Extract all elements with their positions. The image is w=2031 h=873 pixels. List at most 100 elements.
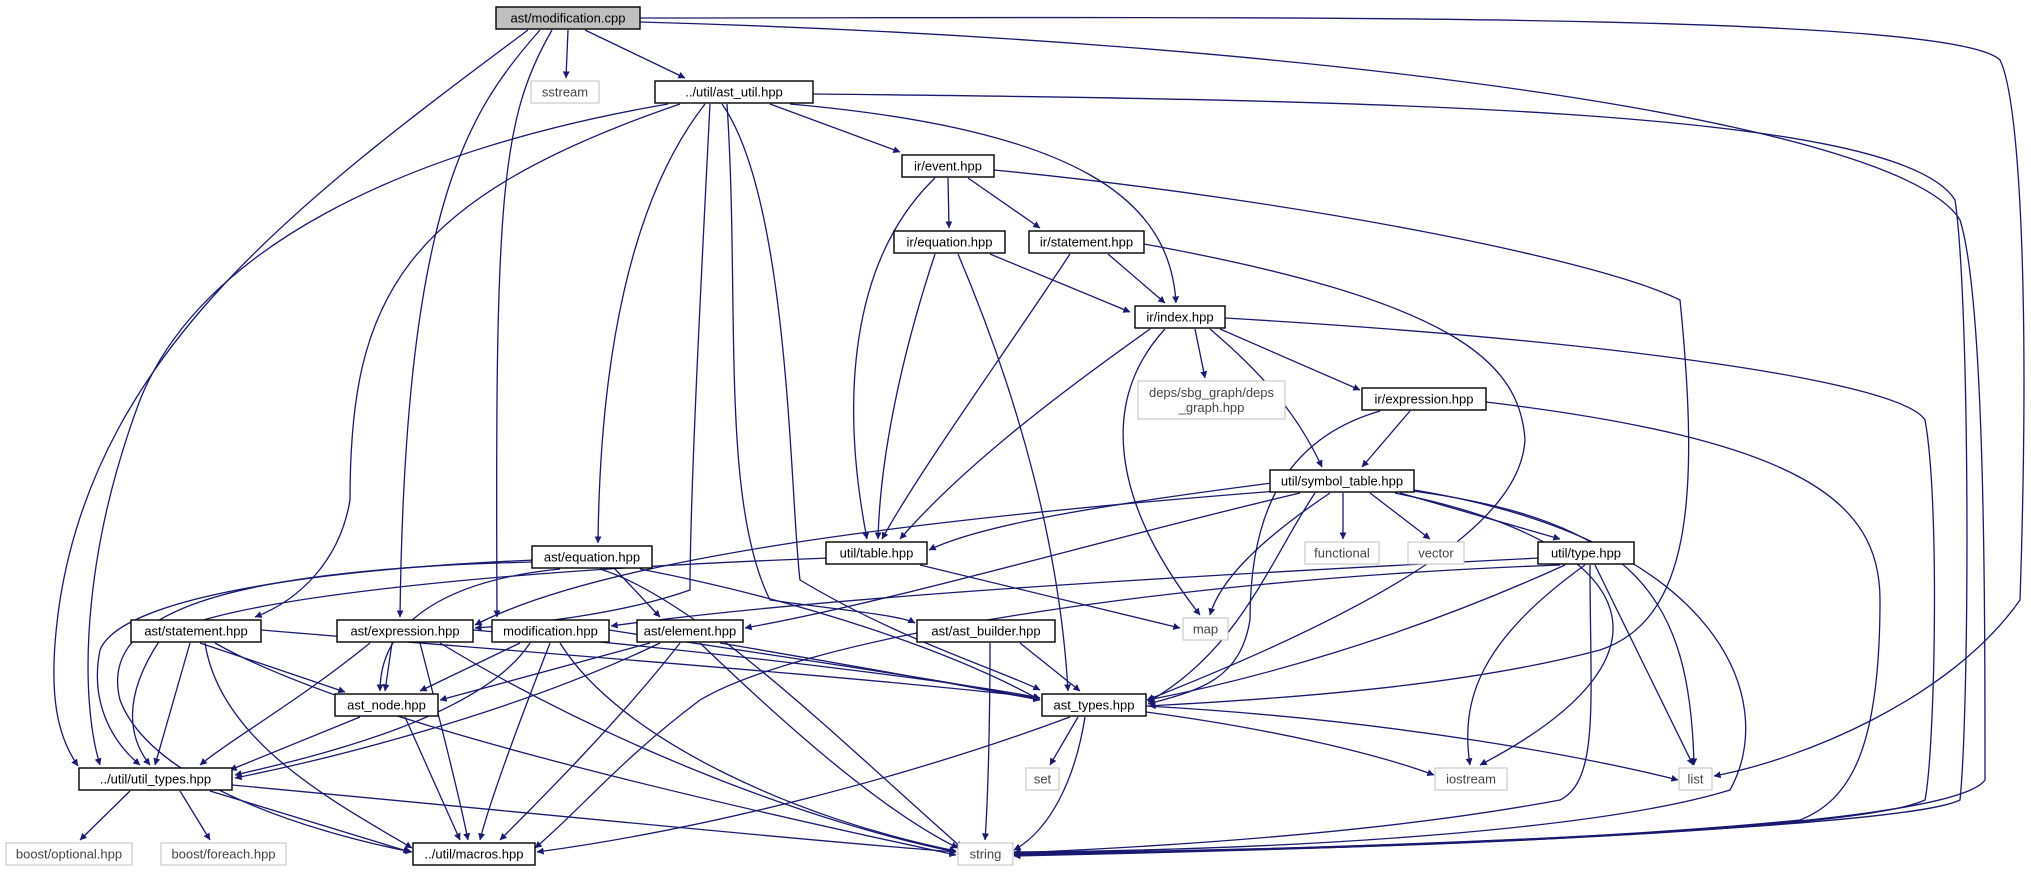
node-box xyxy=(654,80,814,104)
edge-ast_statement-to-util_types xyxy=(153,642,191,766)
edge-ast_expression-to-macros xyxy=(419,642,471,841)
edge-ast_util-to-ast_builder xyxy=(726,103,916,624)
node-label: ir/event.hpp xyxy=(914,159,982,174)
node-ir_event[interactable]: ir/event.hpp xyxy=(901,154,995,178)
edge-symbol_table-to-ast_expression xyxy=(474,489,1291,626)
edge-ir_equation-to-ir_index xyxy=(989,253,1131,313)
node-ir_index[interactable]: ir/index.hpp xyxy=(1134,305,1226,329)
edge-ast_element-to-macros xyxy=(499,642,681,841)
edge-ast_element-to-ast_types xyxy=(719,642,1041,703)
edge-util_types-to-macros xyxy=(209,790,411,854)
edge-util_type-to-iostream xyxy=(1465,564,1586,766)
node-box xyxy=(901,154,995,178)
node-box xyxy=(893,230,1006,254)
edge-ast_node-to-macros xyxy=(404,716,461,841)
edge-symbol_table-to-ast_types xyxy=(1147,492,1316,703)
node-label: ast/modification.cpp xyxy=(511,11,626,26)
edge-ast_types-to-set xyxy=(1049,716,1079,766)
node-ir_statement[interactable]: ir/statement.hpp xyxy=(1028,230,1145,254)
edge-ast_element-to-util_types xyxy=(234,642,661,781)
node-label: iostream xyxy=(1446,772,1496,787)
node-box xyxy=(5,842,133,866)
edge-root-to-list xyxy=(639,16,2025,779)
node-box xyxy=(1537,541,1635,565)
node-box xyxy=(1134,305,1226,329)
node-label: ir/index.hpp xyxy=(1146,310,1213,325)
edge-ir_index-to-string xyxy=(1013,317,1936,860)
edge-ir_statement-to-util_table xyxy=(881,253,1071,540)
node-label: util/symbol_table.hpp xyxy=(1281,474,1403,489)
node-box xyxy=(957,842,1014,866)
edge-ir_index-to-deps_graph xyxy=(1194,328,1208,379)
node-label: ../util/util_types.hpp xyxy=(100,772,211,787)
node-label: boost/optional.hpp xyxy=(16,847,122,862)
node-ast_types[interactable]: ast_types.hpp xyxy=(1041,693,1147,717)
edge-ast_equation-to-macros xyxy=(116,561,533,855)
node-label: set xyxy=(1034,772,1052,787)
node-root[interactable]: ast/modification.cpp xyxy=(495,6,641,30)
edge-ir_index-to-util_table xyxy=(899,328,1151,540)
node-label: ast/expression.hpp xyxy=(350,624,459,639)
node-label: ir/statement.hpp xyxy=(1040,235,1133,250)
edge-ast_builder-to-ast_types xyxy=(1019,642,1081,692)
dependency-edges xyxy=(53,16,2025,860)
node-list: list xyxy=(1678,767,1713,791)
node-util_table[interactable]: util/table.hpp xyxy=(825,541,928,565)
node-box xyxy=(916,619,1056,643)
edge-ast_util-to-ast_equation xyxy=(594,103,706,544)
edge-ir_event-to-util_table xyxy=(853,177,936,540)
edge-ast_node-to-util_types xyxy=(229,716,361,771)
edge-symbol_table-to-iostream xyxy=(1394,492,1614,766)
node-box xyxy=(495,6,641,30)
edge-ir_statement-to-ast_types xyxy=(1143,243,1526,701)
node-ast_util[interactable]: ../util/ast_util.hpp xyxy=(654,80,814,104)
edge-util_type-to-macros xyxy=(534,564,1561,849)
node-label: sstream xyxy=(542,85,588,100)
node-box xyxy=(1361,387,1487,411)
edge-root-to-sstream xyxy=(562,29,570,79)
node-ir_expression[interactable]: ir/expression.hpp xyxy=(1361,387,1487,411)
node-ast_builder[interactable]: ast/ast_builder.hpp xyxy=(916,619,1056,643)
edge-util_table-to-map xyxy=(919,564,1181,630)
node-iostream: iostream xyxy=(1434,767,1508,791)
node-box xyxy=(1028,230,1145,254)
edge-ir_event-to-ir_equation xyxy=(945,177,953,229)
edge-ast_statement-to-ast_node xyxy=(199,642,346,694)
edge-ast_builder-to-string xyxy=(982,642,991,841)
node-sstream: sstream xyxy=(530,80,600,104)
node-modification[interactable]: modification.hpp xyxy=(491,619,610,643)
edge-util_type-to-list xyxy=(1594,564,1694,766)
node-util_type[interactable]: util/type.hpp xyxy=(1537,541,1635,565)
node-box xyxy=(334,693,439,717)
node-ast_element[interactable]: ast/element.hpp xyxy=(636,619,744,643)
node-label: deps/sbg_graph/deps_graph.hpp xyxy=(1149,385,1275,415)
edge-util_types-to-string xyxy=(231,784,957,855)
node-deps_graph: deps/sbg_graph/deps_graph.hpp xyxy=(1137,380,1286,420)
node-box xyxy=(1137,380,1286,420)
edge-ast_statement-to-string xyxy=(214,642,957,858)
node-macros[interactable]: ../util/macros.hpp xyxy=(412,842,536,866)
edge-ir_statement-to-ir_index xyxy=(1107,253,1166,304)
node-ir_equation[interactable]: ir/equation.hpp xyxy=(893,230,1006,254)
node-util_types[interactable]: ../util/util_types.hpp xyxy=(78,767,233,791)
edge-symbol_table-to-ast_element xyxy=(744,492,1301,631)
node-ast_statement[interactable]: ast/statement.hpp xyxy=(130,619,262,643)
node-label: util/table.hpp xyxy=(840,546,914,561)
node-ast_equation[interactable]: ast/equation.hpp xyxy=(531,545,653,569)
edge-ast_expression-to-ast_node xyxy=(382,642,393,692)
node-box xyxy=(1182,617,1229,641)
node-set: set xyxy=(1025,767,1060,791)
edge-ast_equation-to-string xyxy=(599,568,963,849)
node-box xyxy=(412,842,536,866)
node-ast_expression[interactable]: ast/expression.hpp xyxy=(336,619,474,643)
edge-ir_index-to-map xyxy=(1122,328,1201,616)
node-box xyxy=(160,842,287,866)
edge-ast_types-to-string xyxy=(1013,716,1086,851)
edge-symbol_table-to-vector xyxy=(1369,492,1431,540)
node-ast_node[interactable]: ast_node.hpp xyxy=(334,693,439,717)
node-label: map xyxy=(1193,622,1218,637)
node-box xyxy=(1407,541,1465,565)
node-symbol_table[interactable]: util/symbol_table.hpp xyxy=(1269,469,1415,493)
edge-ast_util-to-ast_types xyxy=(721,103,1041,691)
